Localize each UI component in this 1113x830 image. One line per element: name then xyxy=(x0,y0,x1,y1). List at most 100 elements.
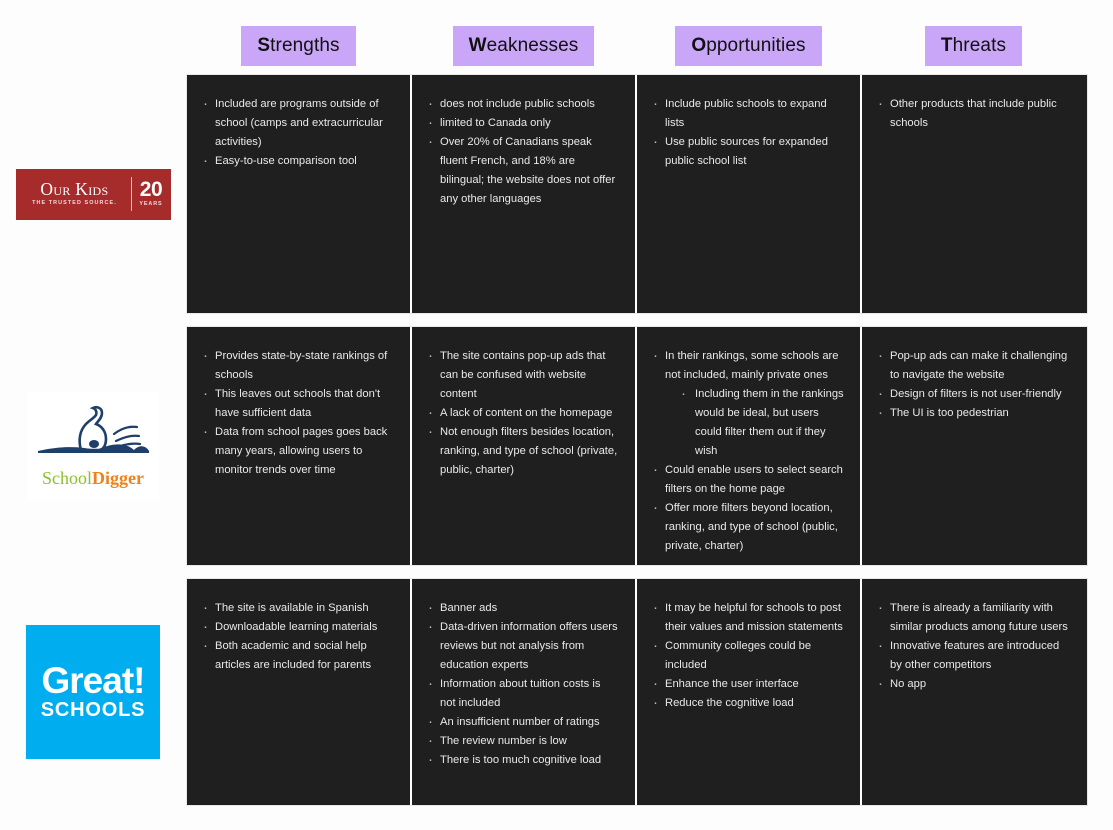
digging-dog-icon xyxy=(38,405,149,453)
bullet-item: Community colleges could be included xyxy=(651,636,844,675)
bullet-text: Provides state-by-state rankings of scho… xyxy=(215,350,388,381)
bullet-item: An insufficient number of ratings xyxy=(426,712,619,732)
bullet-item: Data from school pages goes back many ye… xyxy=(201,422,394,480)
our-kids-logo-badge-label: YEARS xyxy=(139,201,163,207)
header-cell-strengths: Strengths xyxy=(186,26,411,66)
bullet-item: Included are programs outside of school … xyxy=(201,94,394,152)
bullet-item: Design of filters is not user-friendly xyxy=(876,384,1071,404)
bullet-list: Include public schools to expand listsUs… xyxy=(651,94,844,171)
bullet-item: Offer more filters beyond location, rank… xyxy=(651,498,844,556)
school-digger-logo-word-two: Digger xyxy=(92,468,144,488)
header-cell-threats: Threats xyxy=(861,26,1086,66)
cell-school-digger-weaknesses: The site contains pop-up ads that can be… xyxy=(412,327,637,565)
bullet-text: The review number is low xyxy=(440,735,567,747)
bullet-text: Information about tuition costs is not i… xyxy=(440,678,601,709)
bullet-item: The review number is low xyxy=(426,731,619,751)
school-digger-logo-wordmark: SchoolDigger xyxy=(42,468,144,488)
bullet-list: It may be helpful for schools to post th… xyxy=(651,598,844,713)
bullet-list: Other products that include public schoo… xyxy=(876,94,1071,133)
header-initial-threats: T xyxy=(940,35,953,56)
bullet-item: No app xyxy=(876,674,1071,694)
bullet-text: Enhance the user interface xyxy=(665,678,799,690)
bullet-item: The site contains pop-up ads that can be… xyxy=(426,346,619,404)
bullet-item: Both academic and social help articles a… xyxy=(201,636,394,675)
swot-header-row: Strengths Weaknesses Opportunities Threa… xyxy=(186,26,1088,66)
header-pill-opportunities: Opportunities xyxy=(675,26,822,66)
header-cell-opportunities: Opportunities xyxy=(636,26,861,66)
our-kids-logo-left: Our Kids THE TRUSTED SOURCE. xyxy=(24,180,132,208)
bullet-text: limited to Canada only xyxy=(440,117,551,129)
great-schools-logo-word-two: SCHOOLS xyxy=(40,699,146,721)
header-pill-strengths: Strengths xyxy=(241,26,356,66)
bullet-list: Provides state-by-state rankings of scho… xyxy=(201,346,394,480)
bullet-text: Downloadable learning materials xyxy=(215,621,378,633)
bullet-item: Reduce the cognitive load xyxy=(651,693,844,713)
bullet-list: There is already a familiarity with simi… xyxy=(876,598,1071,694)
bullet-text: A lack of content on the homepage xyxy=(440,407,613,419)
bullet-text: Reduce the cognitive load xyxy=(665,697,794,709)
bullet-text: The site contains pop-up ads that can be… xyxy=(440,350,606,400)
bullet-list: In their rankings, some schools are not … xyxy=(651,346,844,556)
cell-our-kids-weaknesses: does not include public schools limited t… xyxy=(412,75,637,313)
bullet-item: There is already a familiarity with simi… xyxy=(876,598,1071,637)
bullet-item: There is too much cognitive load xyxy=(426,750,619,770)
bullet-item: Provides state-by-state rankings of scho… xyxy=(201,346,394,385)
bullet-text: Pop-up ads can make it challenging to na… xyxy=(890,350,1068,381)
cell-school-digger-opportunities: In their rankings, some schools are not … xyxy=(637,327,862,565)
bullet-item: Data-driven information offers users rev… xyxy=(426,617,619,675)
header-rest-strengths: trengths xyxy=(270,35,340,56)
bullet-text: There is already a familiarity with simi… xyxy=(890,602,1068,633)
cell-our-kids-opportunities: Include public schools to expand listsUs… xyxy=(637,75,862,313)
bullet-item: Innovative features are introduced by ot… xyxy=(876,636,1071,675)
bullet-item: Including them in the rankings would be … xyxy=(679,384,844,461)
bullet-item: Over 20% of Canadians speak fluent Frenc… xyxy=(426,132,619,209)
bullet-item: does not include public schools xyxy=(426,94,619,114)
bullet-text: An insufficient number of ratings xyxy=(440,716,600,728)
bullet-item: Use public sources for expanded public s… xyxy=(651,132,844,171)
bullet-item: Enhance the user interface xyxy=(651,674,844,694)
bullet-item: Could enable users to select search filt… xyxy=(651,460,844,499)
bullet-text: It may be helpful for schools to post th… xyxy=(665,602,843,633)
cell-school-digger-strengths: Provides state-by-state rankings of scho… xyxy=(187,327,412,565)
bullet-item: Information about tuition costs is not i… xyxy=(426,674,619,713)
bullet-text: In their rankings, some schools are not … xyxy=(665,350,839,381)
header-rest-weaknesses: eaknesses xyxy=(486,35,579,56)
our-kids-logo-tagline: THE TRUSTED SOURCE. xyxy=(32,200,117,206)
cell-great-schools-threats: There is already a familiarity with simi… xyxy=(862,579,1087,805)
school-digger-logo-word-one: School xyxy=(42,468,93,488)
bullet-text: The site is available in Spanish xyxy=(215,602,369,614)
bullet-text: Design of filters is not user-friendly xyxy=(890,388,1062,400)
cell-great-schools-weaknesses: Banner adsData-driven information offers… xyxy=(412,579,637,805)
great-schools-logo: Great! SCHOOLS xyxy=(26,625,160,759)
bullet-sublist: Including them in the rankings would be … xyxy=(665,384,844,461)
header-initial-weaknesses: W xyxy=(468,35,487,56)
our-kids-logo-badge-number: 20 xyxy=(139,178,163,201)
bullet-item: It may be helpful for schools to post th… xyxy=(651,598,844,637)
bullet-list: The site contains pop-up ads that can be… xyxy=(426,346,619,480)
bullet-text: does not include public schools xyxy=(440,98,595,110)
header-pill-weaknesses: Weaknesses xyxy=(452,26,595,66)
cell-school-digger-threats: Pop-up ads can make it challenging to na… xyxy=(862,327,1087,565)
bullet-text: Offer more filters beyond location, rank… xyxy=(665,502,838,552)
bullet-item: Not enough filters besides location, ran… xyxy=(426,422,619,480)
bullet-item: Downloadable learning materials xyxy=(201,617,394,637)
cell-great-schools-strengths: The site is available in SpanishDownload… xyxy=(187,579,412,805)
matrix-row-great-schools: The site is available in SpanishDownload… xyxy=(186,578,1088,806)
bullet-list: Pop-up ads can make it challenging to na… xyxy=(876,346,1071,423)
bullet-item: In their rankings, some schools are not … xyxy=(651,346,844,461)
bullet-item: The site is available in Spanish xyxy=(201,598,394,618)
bullet-list: Included are programs outside of school … xyxy=(201,94,394,171)
logo-slot-school-digger: SchoolDigger xyxy=(0,326,186,566)
bullet-text: Included are programs outside of school … xyxy=(215,98,383,148)
bullet-text: Data-driven information offers users rev… xyxy=(440,621,618,671)
header-initial-strengths: S xyxy=(257,35,271,56)
bullet-text: No app xyxy=(890,678,927,690)
great-schools-logo-word-one: Great! xyxy=(41,660,146,701)
bullet-list: Banner adsData-driven information offers… xyxy=(426,598,619,770)
bullet-list: The site is available in SpanishDownload… xyxy=(201,598,394,675)
bullet-text: This leaves out schools that don't have … xyxy=(215,388,381,419)
school-digger-logo: SchoolDigger xyxy=(27,392,159,500)
our-kids-logo-divider xyxy=(131,177,133,211)
bullet-text: There is too much cognitive load xyxy=(440,754,602,766)
